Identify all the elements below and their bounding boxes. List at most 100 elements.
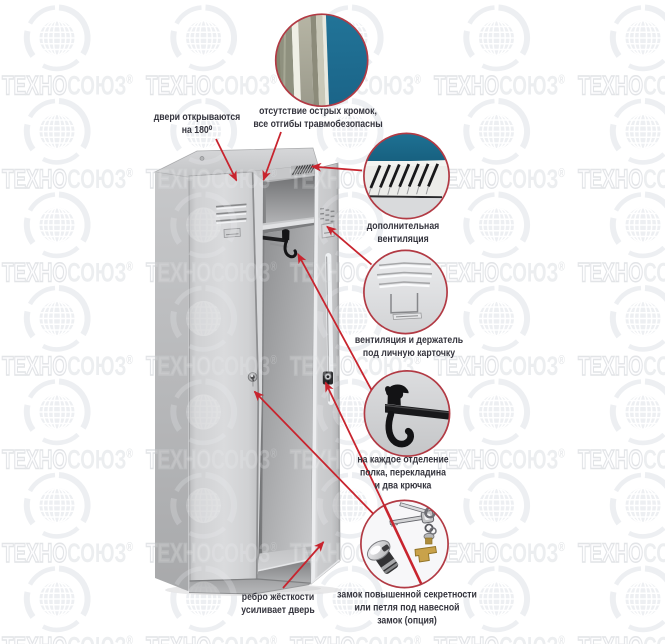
watermark-text-tile: ТЕХНОСОЮЗ®: [290, 631, 422, 644]
callout-hasp: [414, 532, 438, 563]
watermark-reg-mark: ®: [558, 447, 565, 461]
callout-louvers: [376, 262, 433, 289]
watermark-brand-head: ТЕХНО: [2, 631, 67, 644]
top-vent-grille: [291, 163, 318, 177]
watermark-brand-tail: СОЮЗ: [499, 70, 558, 100]
watermark-brand-head: ТЕХНО: [2, 70, 67, 100]
callout-lock-cylinder: [366, 540, 399, 574]
watermark-text-tile: ТЕХНОСОЮЗ®: [578, 164, 665, 194]
callout-ring: [360, 499, 449, 589]
watermark-brand-head: ТЕХНО: [578, 538, 643, 568]
callout-bracket: [385, 384, 409, 406]
watermark-brand-tail: СОЮЗ: [211, 444, 270, 474]
watermark-brand-head: ТЕХНО: [290, 631, 355, 644]
shelf-front-edge: [258, 218, 316, 231]
label-lock-option: замок повышенной секретности или петля п…: [337, 589, 477, 628]
watermark-brand-tail: СОЮЗ: [67, 164, 126, 194]
callout-extra-ventilation: [363, 132, 450, 220]
label-line: на 180⁰: [181, 125, 213, 136]
watermark-text-tile: ТЕХНОСОЮЗ®: [146, 631, 278, 644]
watermark-reg-mark: ®: [126, 447, 133, 461]
watermark-text-tile: ТЕХНОСОЮЗ®: [578, 631, 665, 644]
watermark-brand-head: ТЕХНО: [2, 538, 67, 568]
watermark-brand-tail: СОЮЗ: [499, 631, 558, 644]
watermark-globe-icon: [27, 8, 88, 69]
watermark-text-tile: ТЕХНОСОЮЗ®: [2, 444, 134, 474]
watermark-reg-mark: ®: [270, 354, 277, 368]
watermark-brand-tail: СОЮЗ: [499, 257, 558, 287]
callout-card-holder: [390, 293, 422, 320]
watermark-brand-head: ТЕХНО: [290, 351, 355, 381]
label-compartment-equipment: на каждое отделение полка, перекладина и…: [357, 454, 448, 493]
watermark-reg-mark: ®: [270, 167, 277, 181]
watermark-reg-mark: ®: [558, 634, 565, 644]
label-line: на каждое отделение: [357, 454, 449, 466]
watermark-brand-tail: СОЮЗ: [643, 631, 665, 644]
watermark-text-tile: ТЕХНОСОЮЗ®: [434, 70, 566, 100]
label-stiffening-rib: ребро жёсткости усиливает дверь: [241, 591, 314, 617]
watermark-globe-icon: [466, 382, 527, 443]
cabinet-base: [189, 578, 311, 594]
watermark-brand-head: ТЕХНО: [434, 70, 499, 100]
left-door: [188, 171, 260, 582]
watermark-brand-head: ТЕХНО: [578, 70, 643, 100]
watermark-reg-mark: ®: [126, 167, 133, 181]
watermark-text-tile: ТЕХНОСОЮЗ®: [578, 444, 665, 474]
watermark-reg-mark: ®: [414, 73, 421, 87]
watermark-brand-head: ТЕХНО: [2, 444, 67, 474]
watermark-reg-mark: ®: [270, 541, 277, 555]
watermark-brand-head: ТЕХНО: [434, 631, 499, 644]
watermark-globe-icon: [27, 288, 88, 349]
watermark-reg-mark: ®: [558, 73, 565, 87]
watermark-brand-tail: СОЮЗ: [211, 70, 270, 100]
watermark-globe-icon: [466, 8, 527, 69]
label-safe-edges: отсутствие острых кромок, все отгибы тра…: [253, 105, 382, 131]
callout-door-edge: [274, 13, 369, 108]
label-line: под личную карточку: [362, 348, 456, 359]
watermark-brand-tail: СОЮЗ: [499, 538, 558, 568]
watermark-brand-head: ТЕХНО: [578, 257, 643, 287]
watermark-text-tile: ТЕХНОСОЮЗ®: [146, 351, 278, 381]
watermark-brand-tail: СОЮЗ: [211, 257, 270, 287]
watermark-reg-mark: ®: [270, 634, 277, 644]
cabinet-side-panel: [155, 172, 188, 591]
watermark-text-tile: ТЕХНОСОЮЗ®: [2, 538, 134, 568]
watermark-globe-icon: [173, 8, 234, 69]
watermark-brand-tail: СОЮЗ: [211, 164, 270, 194]
watermark-brand-tail: СОЮЗ: [211, 631, 270, 644]
watermark-brand-head: ТЕХНО: [290, 538, 355, 568]
label-line: двери открываются: [153, 112, 241, 123]
label-line: и два крючка: [374, 480, 432, 492]
label-line: замок (опция): [377, 615, 437, 627]
watermark-text-tile: ТЕХНОСОЮЗ®: [2, 164, 134, 194]
watermark-brand-head: ТЕХНО: [578, 631, 643, 644]
watermark-globe-icon: [613, 101, 665, 162]
crossbar-and-hook: [261, 229, 298, 259]
watermark-reg-mark: ®: [126, 634, 133, 644]
callout-keys: [389, 502, 437, 535]
watermark-globe-icon: [27, 101, 88, 162]
watermark-text-tile: ТЕХНОСОЮЗ®: [146, 444, 278, 474]
watermark-text-tile: ТЕХНОСОЮЗ®: [578, 351, 665, 381]
watermark-brand-head: ТЕХНО: [146, 351, 211, 381]
watermark-brand-head: ТЕХНО: [578, 444, 643, 474]
watermark-globe-icon: [27, 569, 88, 630]
label-extra-ventilation: дополнительная вентиляция: [367, 220, 439, 246]
label-line: вентиляция: [377, 234, 429, 245]
callout-crossbar-hook: [363, 370, 451, 457]
label-line: замок повышенной секретности: [337, 589, 477, 601]
top-rivet: [199, 156, 205, 161]
watermark-brand-tail: СОЮЗ: [67, 70, 126, 100]
label-line: отсутствие острых кромок,: [259, 106, 377, 117]
watermark-text-tile: ТЕХНОСОЮЗ®: [578, 257, 665, 287]
watermark-reg-mark: ®: [558, 167, 565, 181]
watermark-brand-tail: СОЮЗ: [643, 70, 665, 100]
watermark-brand-head: ТЕХНО: [146, 257, 211, 287]
watermark-reg-mark: ®: [270, 73, 277, 87]
watermark-text-tile: ТЕХНОСОЮЗ®: [146, 164, 278, 194]
callout-ring: [274, 13, 369, 108]
watermark-text-tile: ТЕХНОСОЮЗ®: [434, 257, 566, 287]
shelf-shadow: [258, 222, 316, 234]
watermark-brand-head: ТЕХНО: [146, 538, 211, 568]
watermark-globe-icon: [27, 475, 88, 536]
